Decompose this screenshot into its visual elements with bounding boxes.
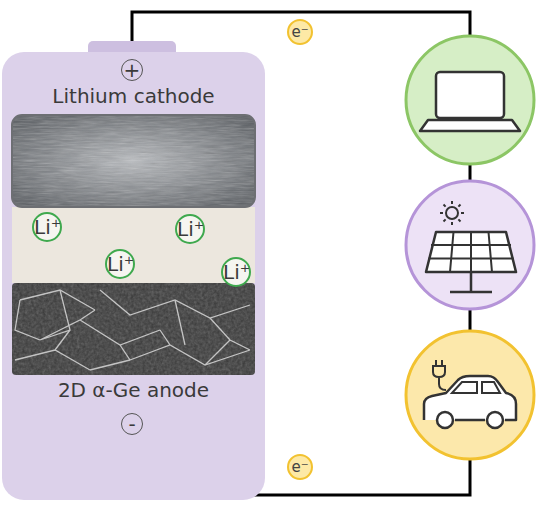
sun-symbol	[446, 207, 458, 219]
symbol-label: Li⁺	[107, 252, 133, 276]
anode-texture	[12, 283, 255, 375]
laptop-screen	[436, 72, 504, 118]
plug-symbol	[433, 360, 446, 390]
ion-circle: Li⁺	[105, 249, 135, 279]
part-label: 2D α-Ge anode	[2, 378, 265, 402]
panel-frame	[426, 232, 516, 272]
electron-circle: e⁻	[287, 19, 313, 45]
terminal-symbol: +	[121, 59, 143, 81]
ion-circle: Li⁺	[175, 214, 205, 244]
part-label: Lithium cathode	[2, 84, 265, 108]
electrolyte-band	[12, 207, 255, 283]
electric-car-icon	[406, 331, 534, 459]
car-wheel	[487, 412, 503, 428]
cathode-texture	[12, 115, 255, 207]
cathode-image	[12, 115, 255, 207]
panel-grid	[429, 232, 514, 272]
car-wheel	[437, 412, 453, 428]
cathode-texture	[12, 115, 255, 207]
wire	[469, 309, 472, 331]
symbol-label: Li⁺	[177, 217, 203, 241]
symbol-label: e⁻	[291, 460, 308, 475]
device-circle	[406, 331, 534, 459]
anode-image	[12, 283, 255, 375]
car-body	[424, 376, 516, 420]
device-circle	[406, 181, 534, 309]
symbol-label: -	[122, 412, 142, 436]
device-circle	[406, 36, 534, 164]
wire	[469, 164, 472, 181]
battery-casing	[2, 52, 265, 500]
panel-stand	[450, 272, 492, 292]
electron-circle: e⁻	[287, 454, 313, 480]
ion-circle: Li⁺	[32, 212, 62, 242]
crystal-edges	[15, 290, 250, 370]
terminal-symbol: -	[121, 413, 143, 435]
symbol-label: Li⁺	[34, 215, 60, 239]
car-windows	[452, 382, 500, 393]
solar-panel-icon	[406, 181, 534, 309]
anode-texture	[12, 283, 255, 375]
symbol-label: e⁻	[291, 25, 308, 40]
laptop-icon	[406, 36, 534, 164]
laptop-base	[420, 120, 520, 131]
battery-cell: Lithium cathode 2D α-Ge anode + Li⁺ Li⁺ Li⁺ Li…	[2, 52, 265, 500]
battery-body	[2, 41, 265, 500]
sun-rays	[440, 201, 464, 225]
ion-circle: Li⁺	[221, 257, 251, 287]
cathode-border	[12, 115, 255, 207]
symbol-label: +	[122, 58, 142, 82]
symbol-label: Li⁺	[223, 260, 249, 284]
wire	[132, 12, 470, 42]
